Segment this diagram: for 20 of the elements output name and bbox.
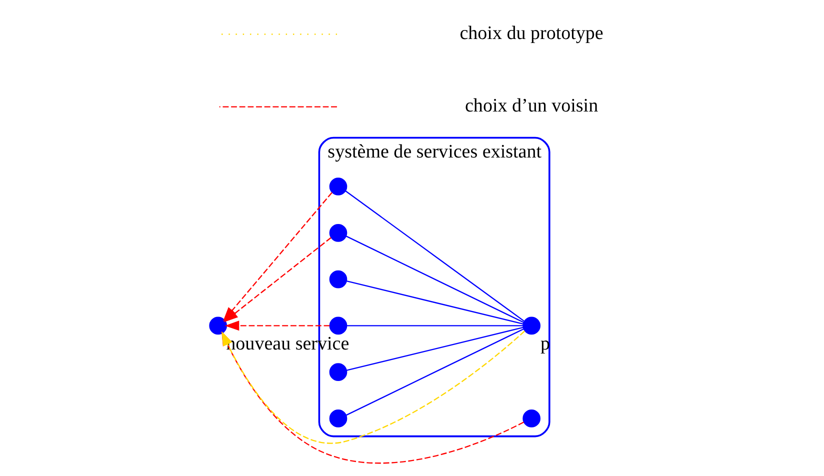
connector xyxy=(346,328,524,416)
node-circle xyxy=(329,410,348,428)
legend-label: choix du prototype xyxy=(460,22,604,44)
node-circle xyxy=(329,224,348,242)
node-circle xyxy=(522,410,540,428)
arrow xyxy=(222,331,524,464)
node-circle xyxy=(522,316,540,335)
connector xyxy=(346,325,524,326)
connector xyxy=(346,236,524,323)
node-circle xyxy=(209,316,227,335)
connector xyxy=(346,280,524,324)
node-circle xyxy=(329,363,348,382)
connector xyxy=(345,190,524,322)
node-circle xyxy=(329,316,348,335)
arrow xyxy=(224,320,330,331)
legend-label: choix d’un voisin xyxy=(465,95,598,116)
arrow xyxy=(222,330,526,444)
connector xyxy=(346,326,524,371)
node-circle xyxy=(329,270,348,288)
node-circle xyxy=(329,178,348,196)
